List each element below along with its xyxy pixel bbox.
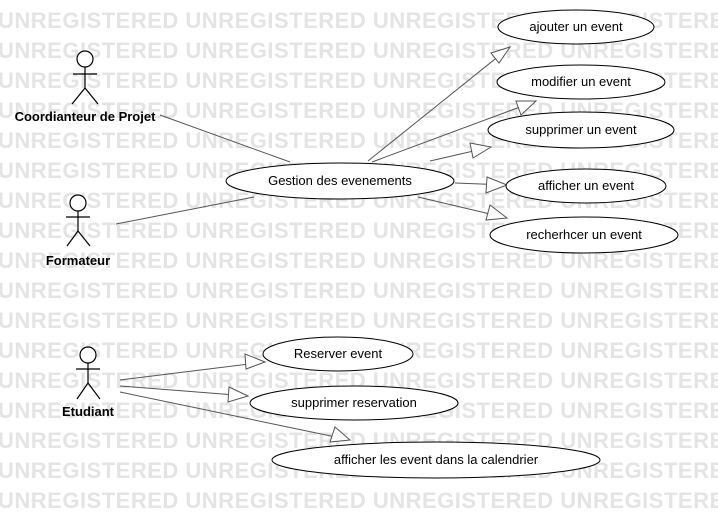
- use-case-label: afficher les event dans la calendrier: [334, 452, 539, 467]
- actor-student[interactable]: Etudiant: [62, 346, 115, 419]
- use-case-manage-events[interactable]: Gestion des evenements: [225, 162, 455, 200]
- use-case-label: afficher un event: [538, 178, 634, 193]
- watermark-row: UNREGISTERED UNREGISTERED UNREGISTERED U…: [0, 278, 718, 303]
- use-case-add-event[interactable]: ajouter un event: [497, 9, 655, 45]
- use-case-label: supprimer un event: [525, 122, 637, 137]
- relation-edit: [371, 100, 538, 163]
- use-case-calendar-events[interactable]: afficher les event dans la calendrier: [271, 441, 601, 479]
- association-trainer: [115, 196, 255, 225]
- actor-coordinator[interactable]: Coordianteur de Projet: [15, 50, 157, 124]
- watermark-row: UNREGISTERED UNREGISTERED UNREGISTERED U…: [0, 308, 718, 333]
- use-case-label: recherhcer un event: [526, 227, 642, 242]
- stick-figure-icon: [76, 346, 101, 400]
- use-case-label: supprimer reservation: [291, 395, 417, 410]
- relation-show: [454, 176, 509, 194]
- use-case-delete-event[interactable]: supprimer un event: [487, 111, 675, 149]
- use-case-label: Reserver event: [294, 346, 383, 361]
- actor-trainer[interactable]: Formateur: [46, 194, 110, 268]
- stick-figure-icon: [66, 194, 91, 247]
- use-case-label: Gestion des evenements: [268, 173, 412, 188]
- actor-label: Etudiant: [62, 404, 115, 419]
- use-case-label: ajouter un event: [529, 19, 623, 34]
- stick-figure-icon: [71, 50, 99, 105]
- relation-delete: [429, 142, 493, 162]
- relation-cancel-booking: [119, 385, 250, 403]
- use-case-label: modifier un event: [531, 74, 631, 89]
- actor-label: Coordianteur de Projet: [15, 109, 157, 124]
- use-case-delete-booking[interactable]: supprimer reservation: [249, 385, 459, 421]
- use-case-search-event[interactable]: recherhcer un event: [489, 216, 679, 254]
- watermark-row: UNREGISTERED UNREGISTERED UNREGISTERED U…: [0, 488, 718, 513]
- relation-add: [367, 46, 512, 162]
- use-case-book-event[interactable]: Reserver event: [262, 336, 414, 372]
- relation-book: [119, 353, 267, 381]
- use-case-show-event[interactable]: afficher un event: [505, 168, 667, 204]
- association-coordinator: [159, 114, 291, 163]
- use-case-edit-event[interactable]: modifier un event: [496, 64, 666, 100]
- actor-label: Formateur: [46, 253, 110, 268]
- relation-calendar: [119, 391, 352, 443]
- relation-search: [417, 196, 509, 221]
